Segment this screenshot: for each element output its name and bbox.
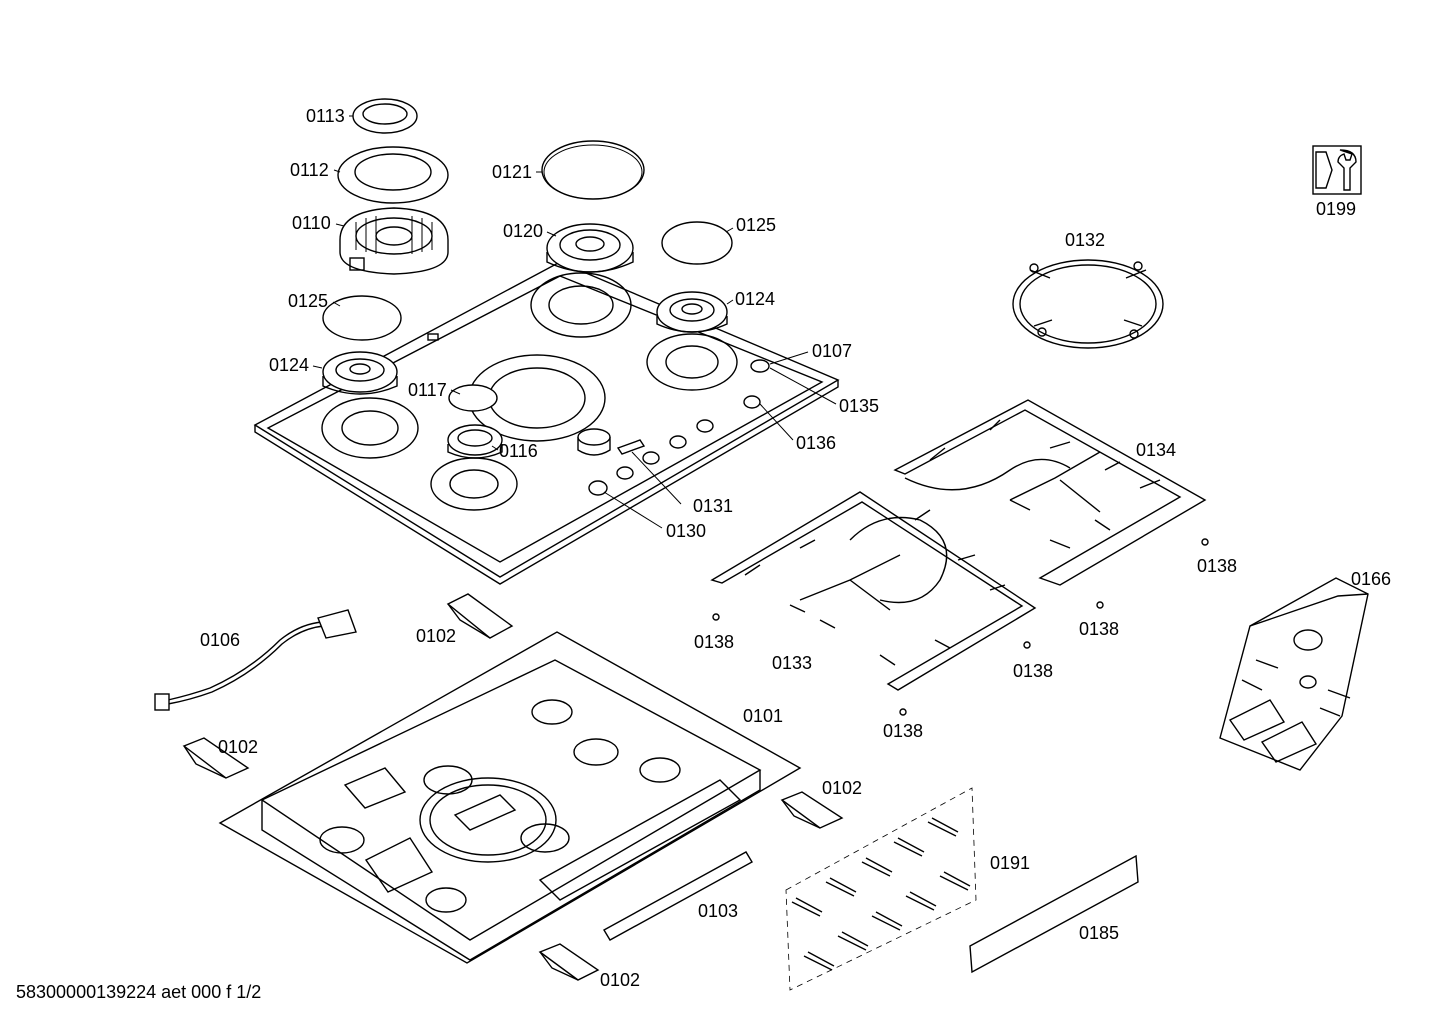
label-0138-e: 0138: [883, 721, 923, 741]
installation-kit-0166: [1219, 577, 1369, 771]
document-footer-id: 58300000139224 aet 000 f 1/2: [16, 982, 261, 1002]
burner-0110-base: [339, 207, 449, 275]
label-0102-top: 0102: [416, 626, 456, 646]
label-0120: 0120: [503, 221, 543, 241]
label-0136: 0136: [796, 433, 836, 453]
label-0138-d: 0138: [1013, 661, 1053, 681]
strip-0185: [969, 854, 1139, 974]
label-0135: 0135: [839, 396, 879, 416]
burner-0113-cap: [352, 98, 418, 134]
label-0102-left: 0102: [218, 737, 258, 757]
label-0138-c: 0138: [1079, 619, 1119, 639]
label-0130: 0130: [666, 521, 706, 541]
cap-0117: [448, 384, 498, 412]
label-0191: 0191: [990, 853, 1030, 873]
cooktop-top-plate: [253, 261, 840, 585]
label-0117: 0117: [408, 380, 447, 400]
screws-0191: [785, 787, 977, 991]
label-0102-bottom: 0102: [600, 970, 640, 990]
label-0121: 0121: [492, 162, 532, 182]
knob-0135: [750, 359, 770, 373]
foot-0138-markers: [712, 538, 1209, 716]
wrench-service-icon: [1312, 145, 1362, 195]
label-0199: 0199: [1316, 199, 1356, 219]
label-0107: 0107: [812, 341, 852, 361]
label-0112: 0112: [290, 160, 329, 180]
gas-burner-0124-left: [322, 351, 398, 395]
leader-lines: [312, 115, 837, 529]
bracket-0102-right: [780, 791, 844, 829]
bracket-0102-bottom: [538, 943, 600, 981]
grate-ring-0132: [1012, 259, 1164, 349]
label-0116: 0116: [499, 441, 538, 461]
cap-0121: [541, 140, 645, 200]
label-0110: 0110: [292, 213, 331, 233]
bracket-0102-left: [182, 737, 250, 779]
label-0125-left: 0125: [288, 291, 328, 311]
label-0124-right: 0124: [735, 289, 775, 309]
clip-0130: [588, 480, 608, 496]
grate-0133: [710, 491, 1037, 691]
cap-0125-right: [661, 221, 733, 265]
label-0106: 0106: [200, 630, 240, 650]
power-cable-0106: [154, 609, 357, 711]
label-0125-right: 0125: [736, 215, 776, 235]
bracket-0131: [616, 439, 646, 455]
burner-0112-ring: [337, 146, 449, 204]
bracket-0102-top: [446, 593, 514, 639]
seal-strip-0103: [603, 851, 753, 941]
label-0131: 0131: [693, 496, 733, 516]
label-0138-a: 0138: [1197, 556, 1237, 576]
label-0103: 0103: [698, 901, 738, 921]
knob-0131: [577, 428, 611, 456]
gas-burner-0120: [546, 223, 634, 273]
part-labels: 0113 0112 0110 0121 0120 0125 0125 0124 …: [200, 106, 1391, 990]
label-0132: 0132: [1065, 230, 1105, 250]
label-0133: 0133: [772, 653, 812, 673]
gas-burner-0116: [447, 424, 503, 459]
base-tray-0101: [218, 631, 802, 964]
label-0101: 0101: [743, 706, 783, 726]
gas-burner-0124-right: [656, 291, 728, 333]
grate-0134: [893, 399, 1207, 586]
label-0138-b: 0138: [694, 632, 734, 652]
label-0134: 0134: [1136, 440, 1176, 460]
label-0124-left: 0124: [269, 355, 309, 375]
label-0102-right: 0102: [822, 778, 862, 798]
label-0185: 0185: [1079, 923, 1119, 943]
label-0113: 0113: [306, 106, 345, 126]
label-0166: 0166: [1351, 569, 1391, 589]
cap-0125-left: [322, 295, 402, 341]
